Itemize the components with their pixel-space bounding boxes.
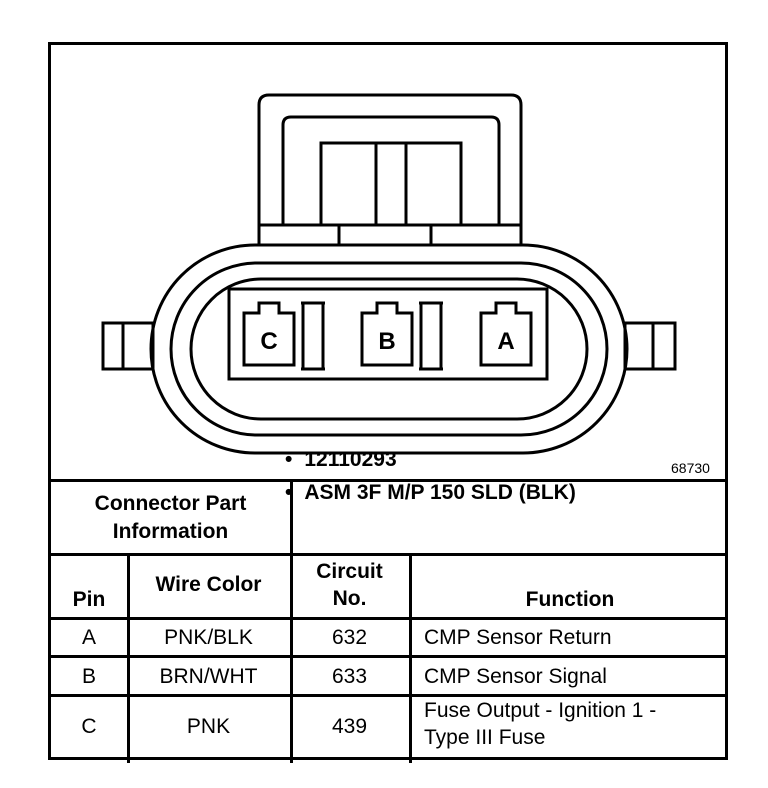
- row-a-function: CMP Sensor Return: [424, 626, 612, 650]
- connector-housing-middle: [169, 261, 609, 437]
- left-side-tab: [101, 321, 155, 371]
- pin-box-c: [242, 301, 296, 367]
- pin-separator: [301, 301, 325, 371]
- pin-box-b: [360, 301, 414, 367]
- row-b-bottom-border: [51, 694, 725, 697]
- right-side-tab: [623, 321, 677, 371]
- row-a-pin: A: [81, 626, 96, 650]
- circuit-column-divider: [409, 553, 412, 763]
- terminal-cavity: [227, 287, 549, 381]
- row-b-circuit: 633: [331, 664, 368, 688]
- header-wire-color: Wire Color: [155, 573, 262, 597]
- wire-column-divider: [290, 553, 293, 763]
- connector-info-label-line2: Information: [112, 519, 229, 543]
- row-a-wire-color: PNK/BLK: [164, 626, 253, 650]
- connector-info-label-line1: Connector Part: [94, 492, 247, 516]
- row-b-pin: B: [81, 664, 96, 688]
- row-c-function: Fuse Output - Ignition 1 - Type III Fuse: [424, 697, 724, 757]
- header-circuit-line2: No.: [332, 587, 367, 610]
- row-a-circuit: 632: [331, 626, 368, 650]
- part-description: ASM 3F M/P 150 SLD (BLK): [285, 477, 575, 510]
- header-circuit-no: Circuit No.: [290, 553, 409, 617]
- header-circuit-line1: Circuit: [316, 559, 383, 583]
- latch-inner: [281, 115, 501, 225]
- row-b-wire-color: BRN/WHT: [159, 664, 258, 688]
- pin-box-a: [479, 301, 533, 367]
- connector-info-items: 12110293 ASM 3F M/P 150 SLD (BLK): [285, 444, 576, 510]
- connector-info-divider: [290, 479, 293, 556]
- pin-separator: [419, 301, 443, 371]
- row-c-function-line2: Type III Fuse: [424, 726, 546, 750]
- part-number: 12110293: [285, 444, 576, 477]
- row-c-wire-color: PNK: [186, 715, 231, 739]
- latch-t-slot: [319, 141, 463, 225]
- row-b-function: CMP Sensor Signal: [424, 664, 607, 688]
- row-a-bottom-border: [51, 655, 725, 658]
- header-pin: Pin: [72, 588, 106, 612]
- connector-part-info-label: Connector Part Information: [51, 482, 290, 553]
- connector-diagram-frame: C B A 68730 Connector Part Information: [48, 42, 728, 763]
- figure-number: 68730: [671, 460, 710, 476]
- connector-housing-inner: [189, 277, 589, 421]
- pin-label-b: B: [378, 328, 395, 355]
- row-c-pin: C: [81, 715, 97, 739]
- row-c-circuit: 439: [331, 715, 368, 739]
- pin-label-a: A: [497, 328, 514, 355]
- header-function: Function: [525, 588, 615, 612]
- connector-latch: [257, 93, 523, 245]
- connector-info-bottom-border: [51, 553, 725, 556]
- header-bottom-border: [51, 617, 725, 620]
- row-c-function-line1: Fuse Output - Ignition 1 -: [424, 699, 657, 722]
- connector-drawing: C B A: [101, 93, 677, 455]
- pin-column-divider: [127, 553, 130, 763]
- pin-label-c: C: [260, 328, 277, 355]
